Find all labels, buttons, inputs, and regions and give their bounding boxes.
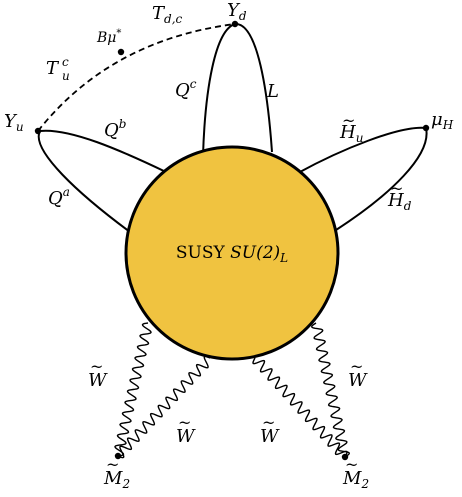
- label-mu-h: μH: [431, 109, 454, 132]
- label-h-d-accent: ~: [390, 179, 403, 198]
- blob-label-roman: SUSY: [176, 243, 230, 263]
- label-w-1-accent: ~: [90, 357, 103, 376]
- label-h-u: Hu: [339, 122, 363, 145]
- vertex-y-u: [34, 127, 42, 135]
- label-m2-left: M2: [103, 468, 130, 491]
- label-t-uc: T: [46, 58, 60, 79]
- label-b-mu: Bμ*: [96, 28, 121, 46]
- wavy-line-3: [252, 357, 348, 458]
- label-h-u-accent: ~: [342, 111, 355, 130]
- blob-label-math: SU(2): [230, 243, 280, 263]
- label-t-uc-sub: u: [62, 69, 70, 83]
- label-w-1: W: [88, 370, 108, 391]
- blob-label: SUSY SU(2)L: [176, 243, 288, 265]
- dashed-arc-t: [37, 23, 236, 132]
- label-m2-left-accent: ~: [106, 455, 119, 474]
- label-m2-right: M2: [342, 468, 369, 491]
- label-q-a: Qa: [48, 185, 70, 209]
- label-t-dc: Td,c: [152, 3, 183, 26]
- label-w-3-accent: ~: [262, 413, 275, 432]
- label-q-c: Qc: [175, 77, 197, 101]
- vertex-y-d: [231, 20, 239, 28]
- label-w-3: W: [260, 426, 280, 447]
- vertex-m2-left: [114, 452, 122, 460]
- wavy-line-4: [310, 322, 351, 458]
- label-h-d: Hd: [387, 190, 412, 213]
- label-t-uc-sup: c: [62, 55, 69, 69]
- wavy-line-1: [114, 322, 152, 457]
- label-l: L: [266, 81, 279, 102]
- label-y-u: Yu: [4, 111, 24, 134]
- label-q-b: Qb: [104, 117, 126, 141]
- vertex-mu-h: [422, 124, 430, 132]
- label-w-2-accent: ~: [178, 413, 191, 432]
- gaugino-lines: [114, 322, 351, 459]
- susy-blob: [124, 145, 340, 361]
- label-w-2: W: [176, 426, 196, 447]
- vertex-b-mu: [117, 48, 125, 56]
- label-w-4-accent: ~: [350, 357, 363, 376]
- blob-label-sub: L: [279, 251, 288, 265]
- wavy-line-2: [117, 355, 211, 459]
- label-y-d: Yd: [227, 0, 247, 23]
- label-w-4: W: [348, 370, 368, 391]
- petal-top: [202, 22, 273, 157]
- label-m2-right-accent: ~: [345, 455, 358, 474]
- vertex-m2-right: [341, 453, 349, 461]
